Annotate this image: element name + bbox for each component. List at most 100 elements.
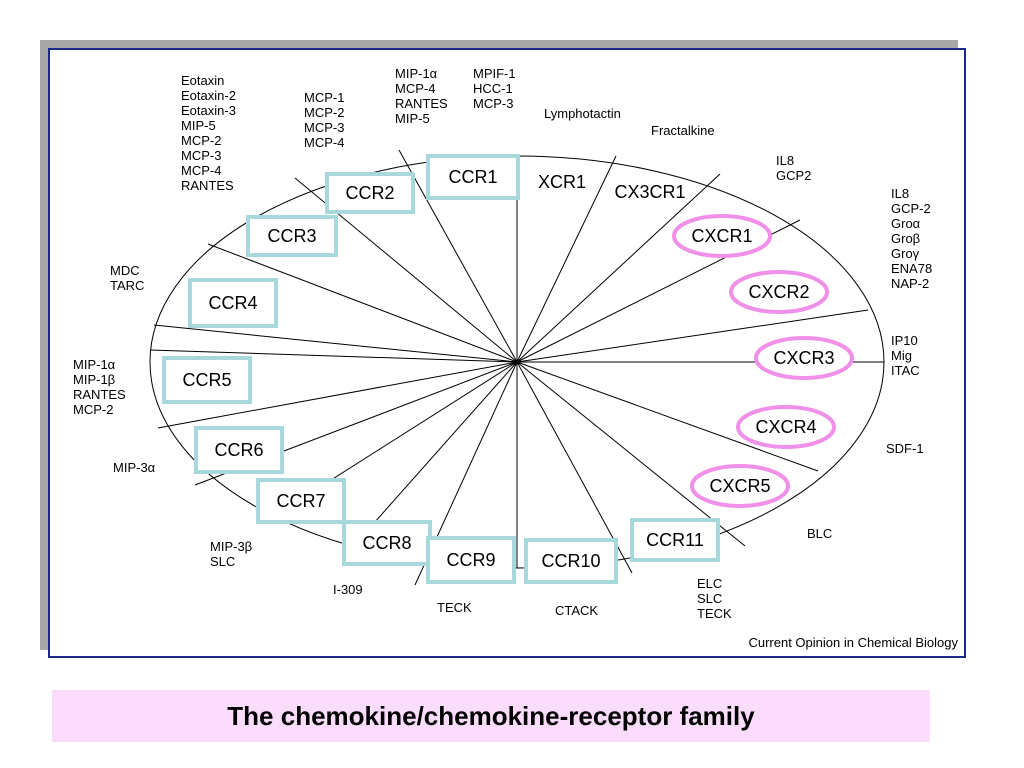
cxcr2-ligands-line: GCP-2 (891, 201, 931, 216)
spoke-4 (207, 243, 518, 363)
ccr11-label: CCR11 (646, 530, 704, 550)
cxcr3-label: CXCR3 (773, 348, 834, 368)
spoke-2 (398, 149, 518, 363)
ccr6-box (194, 426, 284, 474)
cx3cr1-ligands: Fractalkine (651, 123, 715, 138)
cxcr1-ligands-line: GCP2 (776, 168, 811, 183)
ccr6-label: CCR6 (214, 440, 263, 460)
ccr9-label: CCR9 (446, 550, 495, 570)
ccr4-ligands-line: MDC (110, 263, 140, 278)
ccr8-ligands-line: I-309 (333, 582, 363, 597)
ccr1-box (426, 154, 520, 200)
ccr2-ligands-line: MCP-4 (304, 135, 344, 150)
spoke-17 (516, 309, 869, 363)
cxcr2-ellipse (729, 270, 829, 314)
ccr5-ligands-line: RANTES (73, 387, 126, 402)
cxcr3-ligands-line: ITAC (891, 363, 920, 378)
xcr1-ligands-line: Lymphotactin (544, 106, 621, 121)
cxcr5-ligands-line: BLC (807, 526, 832, 541)
ccr3-ligands-line: RANTES (181, 178, 234, 193)
ccr5-label: CCR5 (182, 370, 231, 390)
cxcr3-ligands-line: Mig (891, 348, 912, 363)
ccr3-ligands-line: Eotaxin-2 (181, 88, 236, 103)
cxcr4-ellipse (736, 405, 836, 449)
ccr7-ligands-line: SLC (210, 554, 235, 569)
caption-bar: The chemokine/chemokine-receptor family (52, 690, 930, 742)
ccr4-box (188, 278, 278, 328)
ccr1-ligands-a-line: MIP-5 (395, 111, 430, 126)
ccr1-ligands-b-line: HCC-1 (473, 81, 513, 96)
ccr3-label: CCR3 (267, 226, 316, 246)
cxcr1-ligands-line: IL8 (776, 153, 794, 168)
spoke-15 (516, 361, 819, 472)
ccr3-ligands-line: MCP-4 (181, 163, 221, 178)
ccr1-ligands-a-line: MIP-1α (395, 66, 438, 81)
ccr2-ligands-line: MCP-1 (304, 90, 344, 105)
ccr5-box (162, 356, 252, 404)
ccr10-ligands-line: CTACK (555, 603, 598, 618)
cxcr5-ligands: BLC (807, 526, 832, 541)
ccr9-ligands-line: TECK (437, 600, 472, 615)
spoke-10 (349, 361, 518, 551)
xcr1-label: XCR1 (538, 172, 586, 192)
ccr1-label: CCR1 (448, 167, 497, 187)
ccr8-ligands: I-309 (333, 582, 363, 597)
ccr6-ligands: MIP-3α (113, 460, 156, 475)
ccr10-ligands: CTACK (555, 603, 598, 618)
xcr1-ligands: Lymphotactin (544, 106, 621, 121)
cxcr1-ellipse (672, 214, 772, 258)
spoke-5 (153, 324, 518, 363)
ccr1-ligands-b-line: MPIF-1 (473, 66, 516, 81)
cxcr2-ligands-line: Groα (891, 216, 921, 231)
cx3cr1-ligands-line: Fractalkine (651, 123, 715, 138)
cxcr1-label: CXCR1 (691, 226, 752, 246)
ccr11-ligands-line: TECK (697, 606, 732, 621)
cx3cr1-label: CX3CR1 (614, 182, 685, 202)
cxcr2-ligands-line: IL8 (891, 186, 909, 201)
ccr1-ligands-b-line: MCP-3 (473, 96, 513, 111)
ccr7-label: CCR7 (276, 491, 325, 511)
ccr11-box (630, 518, 720, 562)
ccr5-ligands-line: MCP-2 (73, 402, 113, 417)
ccr9-ligands: TECK (437, 600, 472, 615)
ccr3-ligands-line: Eotaxin-3 (181, 103, 236, 118)
cxcr2-label: CXCR2 (748, 282, 809, 302)
ccr7-box (256, 478, 346, 524)
spoke-6 (149, 349, 518, 363)
source-credit: Current Opinion in Chemical Biology (748, 635, 958, 650)
cxcr4-ligands: SDF-1 (886, 441, 924, 456)
ccr2-ligands-line: MCP-2 (304, 105, 344, 120)
ccr11-ligands-line: SLC (697, 591, 722, 606)
ccr10-label: CCR10 (541, 551, 600, 571)
ccr1-ligands-a-line: RANTES (395, 96, 448, 111)
ccr3-ligands-line: MCP-3 (181, 148, 221, 163)
ccr8-label: CCR8 (362, 533, 411, 553)
spoke-14 (516, 361, 746, 547)
ccr6-ligands-line: MIP-3α (113, 460, 156, 475)
ccr3-ligands-line: MIP-5 (181, 118, 216, 133)
ccr3-ligands-line: MCP-2 (181, 133, 221, 148)
receptor-markers (162, 154, 854, 584)
cxcr4-label: CXCR4 (755, 417, 816, 437)
cxcr5-label: CXCR5 (709, 476, 770, 496)
slide-caption: The chemokine/chemokine-receptor family (227, 700, 755, 731)
ccr4-ligands-line: TARC (110, 278, 144, 293)
cxcr4-ligands-line: SDF-1 (886, 441, 924, 456)
ccr5-ligands-line: MIP-1α (73, 357, 116, 372)
cxcr3-ligands-line: IP10 (891, 333, 918, 348)
spoke-7 (157, 361, 518, 429)
cxcr2-ligands-line: ENA78 (891, 261, 932, 276)
ccr2-box (325, 172, 415, 214)
